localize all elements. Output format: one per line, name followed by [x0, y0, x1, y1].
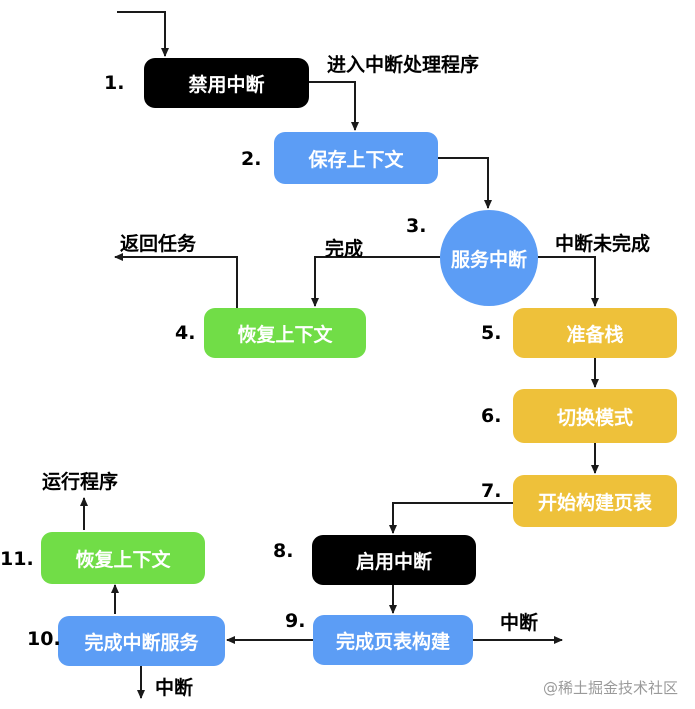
- node-disable-interrupt: 禁用中断: [144, 58, 309, 108]
- step-number-2: 2.: [241, 148, 262, 170]
- node-prepare-stack: 准备栈: [513, 308, 677, 358]
- step-number-1: 1.: [104, 72, 125, 94]
- label-done: 完成: [325, 238, 364, 260]
- edge-n7-to-n8: [389, 502, 513, 534]
- step-number-4: 4.: [175, 322, 196, 344]
- step-number-11: 11.: [0, 548, 34, 570]
- node-save-context: 保存上下文: [274, 132, 438, 184]
- step-number-10: 10.: [27, 628, 61, 650]
- step-number-7: 7.: [481, 480, 502, 502]
- node-enable-interrupt: 启用中断: [312, 535, 476, 585]
- edge-n3-to-n5: [538, 256, 599, 307]
- node-switch-mode: 切换模式: [513, 389, 677, 443]
- node-finish-page-table: 完成页表构建: [313, 615, 473, 665]
- node-service-interrupt: 服务中断: [440, 210, 538, 306]
- step-number-5: 5.: [481, 322, 502, 344]
- label-not-done: 中断未完成: [555, 233, 651, 255]
- node-finish-interrupt-service: 完成中断服务: [58, 616, 225, 666]
- edge-n1-to-n2: [309, 81, 359, 131]
- label-interrupt-bottom: 中断: [155, 677, 194, 699]
- label-run-program: 运行程序: [42, 471, 119, 493]
- step-number-3: 3.: [406, 215, 427, 237]
- node-restore-context: 恢复上下文: [204, 308, 366, 358]
- edge-n3-to-n4: [311, 256, 440, 307]
- step-number-6: 6.: [481, 405, 502, 427]
- edge-n4-to-return: [114, 253, 238, 308]
- node-restore-context-final: 恢复上下文: [41, 532, 205, 584]
- watermark: @稀土掘金技术社区: [543, 679, 679, 697]
- node-start-page-table: 开始构建页表: [513, 475, 677, 527]
- edge-entry-to-n1: [117, 11, 169, 57]
- step-number-8: 8.: [273, 540, 294, 562]
- edge-n2-to-n3: [438, 157, 492, 209]
- label-return-task: 返回任务: [120, 233, 197, 255]
- step-number-9: 9.: [285, 610, 306, 632]
- label-enter-handler: 进入中断处理程序: [327, 54, 480, 76]
- label-interrupt-right: 中断: [500, 612, 539, 634]
